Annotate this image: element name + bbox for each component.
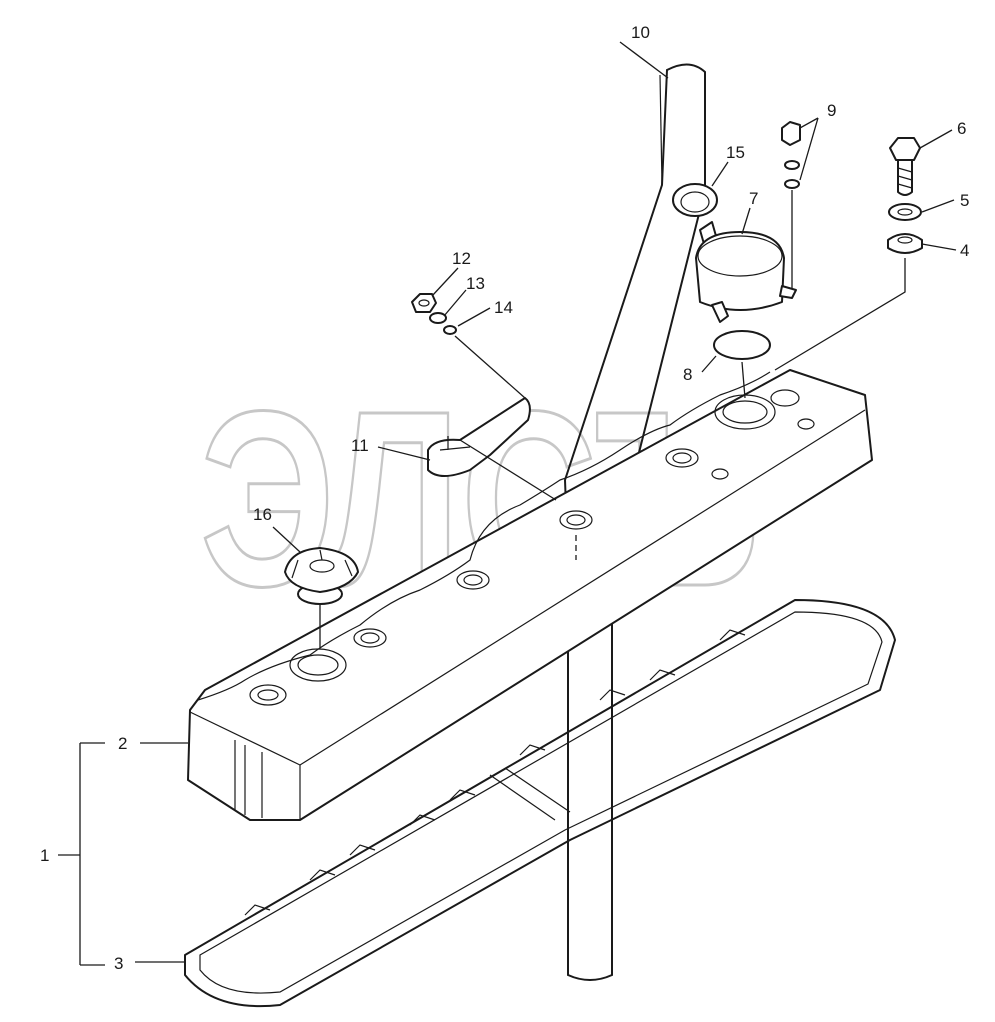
callout-9: 9 (827, 101, 836, 120)
assembly-lines (319, 190, 906, 648)
hose-clamp (672, 183, 718, 217)
rubber-grommet (887, 233, 923, 254)
callout-15: 15 (726, 143, 745, 162)
callout-6: 6 (957, 119, 966, 138)
valve-cover-gasket (184, 599, 896, 1008)
callout-8: 8 (683, 365, 692, 384)
callout-5: 5 (960, 191, 969, 210)
flat-washer (888, 203, 922, 221)
crankcase-breather (695, 221, 797, 323)
callout-1: 1 (40, 846, 49, 865)
callout-12: 12 (452, 249, 471, 268)
callout-16: 16 (253, 505, 272, 524)
washer-13 (429, 312, 447, 324)
callout-2: 2 (118, 734, 127, 753)
callout-labels: 1 2 3 4 5 6 7 8 9 10 11 12 13 14 15 16 (40, 23, 969, 973)
callout-10: 10 (631, 23, 650, 42)
callout-13: 13 (466, 274, 485, 293)
callout-7: 7 (749, 189, 758, 208)
leader-lines (58, 41, 957, 966)
hose-clamp-bracket (427, 397, 531, 477)
nut-12 (411, 293, 437, 313)
cover-bolt (889, 137, 921, 196)
bolt-14 (443, 325, 457, 335)
breather-hose (563, 63, 706, 981)
callout-11: 11 (351, 436, 369, 455)
o-ring (713, 330, 771, 360)
breather-bolt (781, 121, 801, 189)
oil-filler-cap (284, 547, 359, 605)
callout-4: 4 (960, 241, 969, 260)
callout-3: 3 (114, 954, 123, 973)
callout-14: 14 (494, 298, 513, 317)
